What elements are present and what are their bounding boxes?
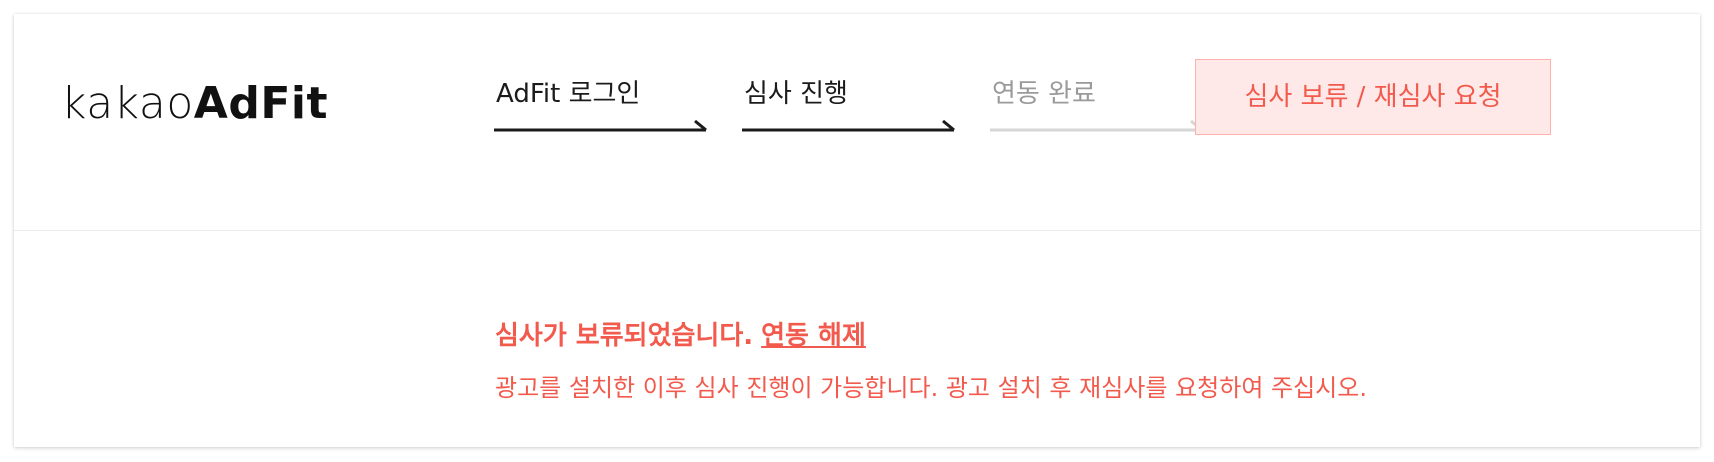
header-section: kakaoAdFit AdFit 로그인 심사 진행 연동 완료 심사 보류 /… — [14, 14, 1700, 231]
unlink-link[interactable]: 연동 해제 — [761, 321, 866, 351]
step-link-complete: 연동 완료 — [990, 74, 1210, 144]
logo-prefix: kakao — [61, 78, 194, 129]
status-description: 광고를 설치한 이후 심사 진행이 가능합니다. 광고 설치 후 재심사를 요청… — [495, 374, 1367, 402]
step-arrow-icon — [990, 120, 1203, 132]
kakao-adfit-logo: kakaoAdFit — [61, 76, 328, 132]
step-label: 심사 진행 — [744, 79, 848, 109]
status-message: 심사가 보류되었습니다.연동 해제 — [495, 316, 866, 356]
status-message-title: 심사가 보류되었습니다. — [495, 321, 754, 351]
rereview-request-button[interactable]: 심사 보류 / 재심사 요청 — [1195, 59, 1551, 135]
logo-suffix: AdFit — [193, 78, 328, 129]
step-label: AdFit 로그인 — [496, 79, 641, 109]
step-adfit-login: AdFit 로그인 — [494, 74, 714, 144]
step-arrow-icon — [742, 120, 955, 132]
step-arrow-icon — [494, 120, 707, 132]
step-review-progress: 심사 진행 — [742, 74, 962, 144]
step-label: 연동 완료 — [992, 79, 1096, 109]
adfit-status-card: kakaoAdFit AdFit 로그인 심사 진행 연동 완료 심사 보류 /… — [14, 14, 1700, 447]
